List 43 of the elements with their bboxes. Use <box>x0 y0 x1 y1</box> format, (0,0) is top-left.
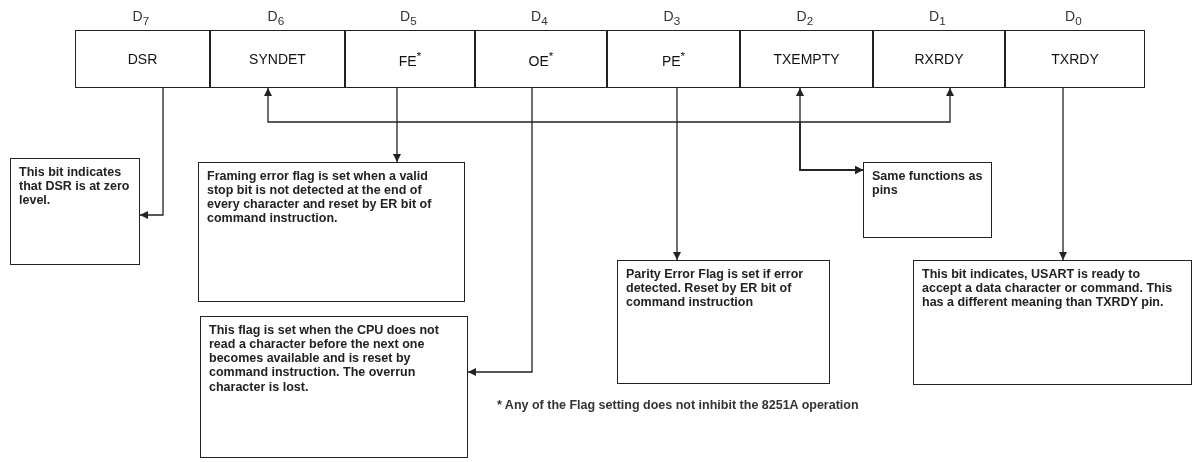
description-text: This bit indicates that DSR is at zero level. <box>19 165 131 208</box>
bit-position-label: D$_{0}$ <box>1065 8 1082 27</box>
register-bit-cell <box>1005 30 1145 88</box>
arrow <box>139 87 164 219</box>
footnote: * Any of the Flag setting does not inhibit the 8251A operation <box>497 398 859 412</box>
register-bit-cell <box>75 30 210 88</box>
register-bit-cell <box>740 30 873 88</box>
bit-position-label: D$_{4}$ <box>531 8 548 27</box>
arrow <box>673 87 681 261</box>
register-bit-cell <box>210 30 345 88</box>
bit-name: SYNDET <box>249 51 306 67</box>
arrow <box>393 87 401 163</box>
register-bit-cell <box>475 30 607 88</box>
arrow <box>1059 87 1067 261</box>
description-text: This bit indicates, USART is ready to accept a data character or command. This has a different meaning than TXRDY pin. <box>922 267 1174 310</box>
register-bit-cell <box>873 30 1005 88</box>
bit-position-label: D$_{1}$ <box>929 8 946 27</box>
description-box <box>10 158 140 265</box>
description-text: This flag is set when the CPU does not read a character before the next one becomes available and is reset by command instruction. The overrun character is lost. <box>209 323 440 394</box>
bit-position-label: D$_{3}$ <box>663 8 681 27</box>
description-box <box>198 162 465 302</box>
bit-position-label: D$_{5}$ <box>400 8 417 27</box>
bit-name: TXEMPTY <box>773 51 840 67</box>
description-text: Parity Error Flag is set if error detected. Reset by ER bit of command instruction <box>626 267 805 310</box>
bit-name: FE$^{*}$ <box>398 49 422 69</box>
bit-position-label: D$_{7}$ <box>132 8 150 27</box>
bit-position-label: D$_{2}$ <box>796 8 814 27</box>
arrow <box>799 87 954 174</box>
register-bit-cell <box>607 30 740 88</box>
bit-position-label: D$_{6}$ <box>267 8 285 27</box>
bit-name: OE$^{*}$ <box>528 49 554 69</box>
bit-name: PE$^{*}$ <box>661 49 686 69</box>
bit-name: DSR <box>127 51 158 67</box>
bit-name: RXRDY <box>914 51 964 67</box>
description-box <box>863 162 992 238</box>
description-box <box>617 260 830 384</box>
description-text: Same functions as pins <box>872 169 983 198</box>
description-text: Framing error flag is set when a valid stop bit is not detected at the end of every character and reset by ER bit of command instruction. <box>207 169 433 226</box>
bit-name: TXRDY <box>1051 51 1099 67</box>
register-bit-cell <box>345 30 475 88</box>
arrow <box>467 87 533 376</box>
description-box <box>200 316 468 458</box>
description-box <box>913 260 1192 385</box>
